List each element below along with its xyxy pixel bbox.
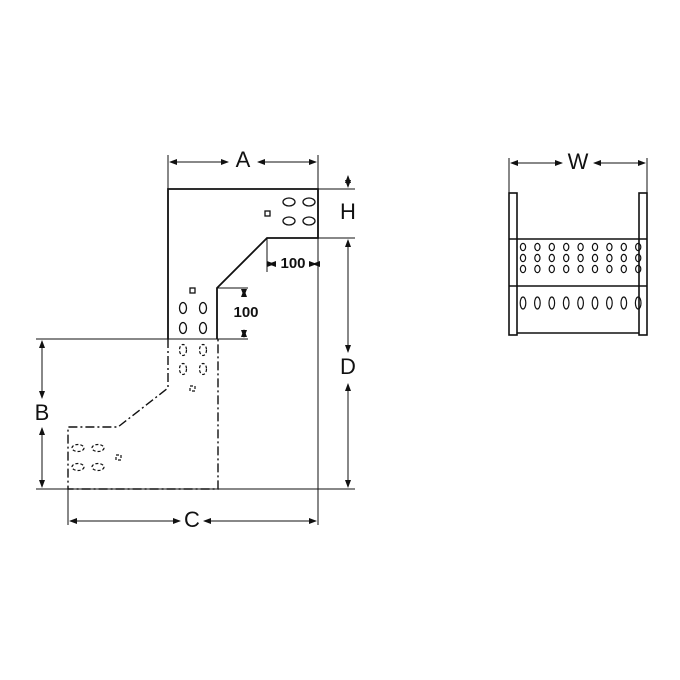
end-view xyxy=(508,192,648,336)
slot-hole xyxy=(577,296,584,310)
perforation-hole xyxy=(519,264,527,274)
end-view-holes xyxy=(519,242,642,310)
extension-lines xyxy=(36,155,648,525)
slot-hole xyxy=(519,296,527,310)
label-w: W xyxy=(568,149,589,174)
slot-hole xyxy=(562,296,570,310)
horizontal-offset-value: 100 xyxy=(280,255,305,272)
perforation-hole xyxy=(635,242,642,252)
perforation-hole xyxy=(620,242,628,252)
slot-hole xyxy=(591,296,599,310)
perforation-hole xyxy=(635,264,642,274)
label-c: C xyxy=(184,507,200,532)
perforation-hole xyxy=(606,253,613,263)
perforation-hole xyxy=(548,253,556,263)
perforation-hole xyxy=(577,242,584,252)
slot-hole xyxy=(534,296,541,310)
perforation-hole xyxy=(563,242,570,252)
perforation-hole xyxy=(534,242,541,252)
label-b: B xyxy=(35,400,50,425)
perforation-hole xyxy=(577,264,584,274)
slot-hole xyxy=(634,296,642,310)
dimension-lines xyxy=(39,159,646,524)
slot-hole xyxy=(606,296,613,310)
perforation-hole xyxy=(591,264,599,274)
perforation-hole xyxy=(548,264,556,274)
slot-holes xyxy=(178,197,316,335)
perforation-hole xyxy=(620,253,628,263)
perforation-hole xyxy=(606,264,613,274)
perforation-hole xyxy=(591,242,599,252)
perforation-hole xyxy=(563,264,570,274)
dashed-slot-holes xyxy=(71,343,208,472)
perforation-hole xyxy=(534,264,541,274)
label-h: H xyxy=(340,199,356,224)
perforation-hole xyxy=(563,253,570,263)
perforation-hole xyxy=(519,253,527,263)
perforation-hole xyxy=(591,253,599,263)
perforation-hole xyxy=(519,242,527,252)
perforation-hole xyxy=(606,242,613,252)
perforation-hole xyxy=(548,242,556,252)
perforation-hole xyxy=(577,253,584,263)
perforation-hole xyxy=(635,253,642,263)
slot-hole xyxy=(548,296,556,310)
vertical-offset-value: 100 xyxy=(233,304,258,321)
slot-hole xyxy=(620,296,628,310)
label-d: D xyxy=(340,354,356,379)
perforation-hole xyxy=(534,253,541,263)
label-a: A xyxy=(236,147,251,172)
perforation-hole xyxy=(620,264,628,274)
